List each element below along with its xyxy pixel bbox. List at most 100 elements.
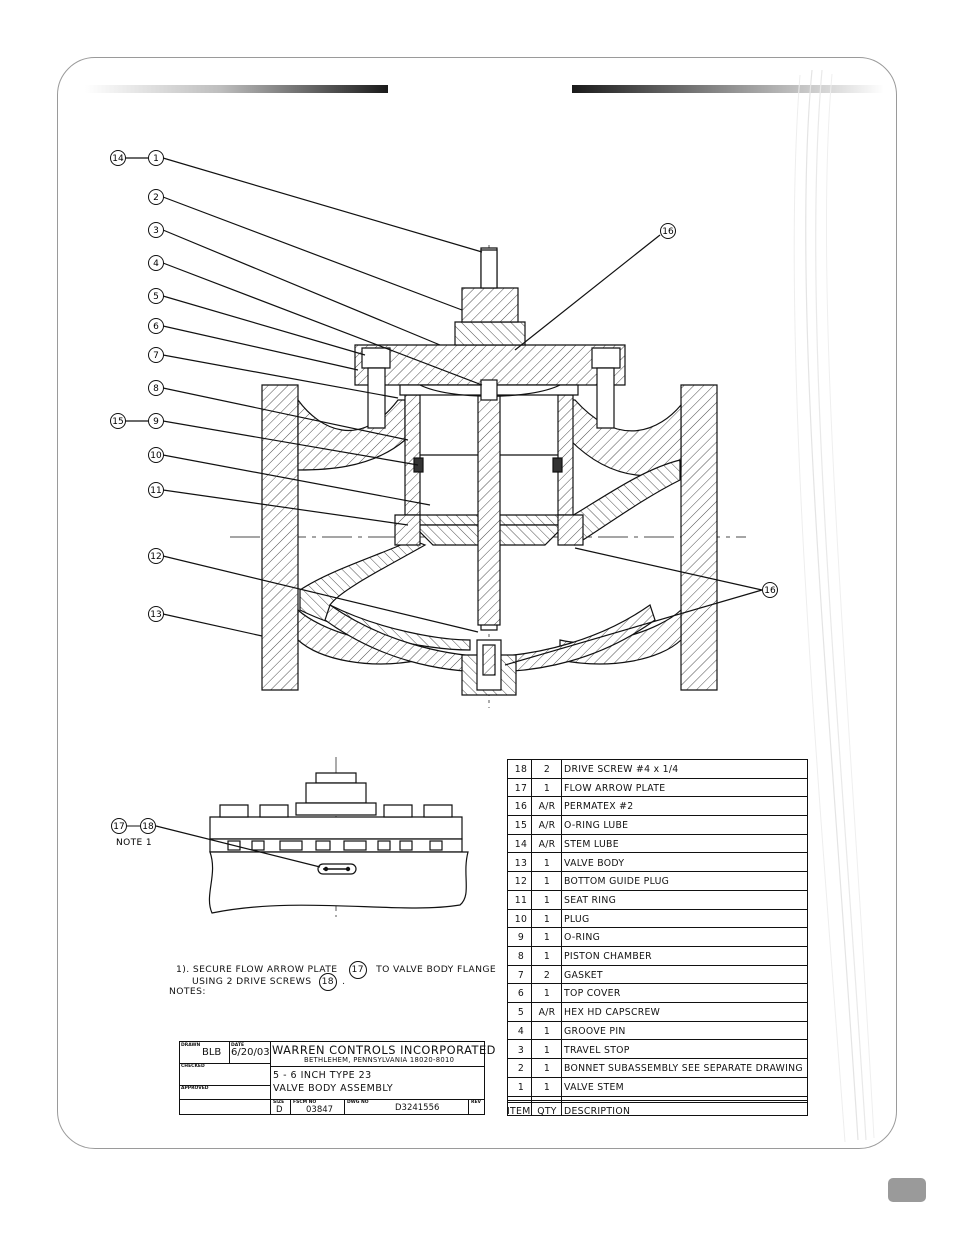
svg-text:12: 12 xyxy=(150,552,161,562)
size-label: SIZE xyxy=(273,1100,285,1105)
approved-label: APPROVED xyxy=(181,1086,209,1091)
parts-item-number: 16 xyxy=(514,801,528,813)
parts-quantity: 1 xyxy=(543,913,551,925)
drawn-label: DRAWN xyxy=(181,1043,201,1048)
note-line-1: 1). SECURE FLOW ARROW PLATE 17 TO VALVE … xyxy=(176,961,496,979)
drawing-title-line-1: 5 - 6 INCH TYPE 23 xyxy=(273,1070,372,1081)
parts-description: FLOW ARROW PLATE xyxy=(564,782,666,794)
callout-11: 11 xyxy=(148,482,164,498)
parts-description: STEM LUBE xyxy=(564,838,619,850)
parts-quantity: 1 xyxy=(543,876,551,888)
parts-description: TRAVEL STOP xyxy=(564,1044,630,1056)
parts-row-item-16: 16 A/R PERMATEX #2 xyxy=(508,797,807,817)
header-bar-left xyxy=(85,85,388,93)
parts-header-qty: QTY xyxy=(537,1106,557,1117)
parts-header-description: DESCRIPTION xyxy=(564,1106,631,1117)
parts-item-number: 15 xyxy=(514,820,528,832)
callout-group-right: 16 16 xyxy=(660,223,778,598)
parts-item-number: 12 xyxy=(514,876,528,888)
svg-text:14: 14 xyxy=(112,154,124,164)
svg-text:7: 7 xyxy=(153,351,159,361)
parts-description: O-RING xyxy=(564,932,601,944)
parts-item-number: 17 xyxy=(514,782,528,794)
flange-detail-view: 17 18 NOTE 1 xyxy=(111,757,469,917)
callout-17: 17 xyxy=(111,818,127,834)
notes-heading: NOTES: xyxy=(169,986,206,997)
header-bar-right xyxy=(572,85,884,93)
callout-10: 10 xyxy=(148,447,164,463)
svg-text:11: 11 xyxy=(150,486,161,496)
size-value: D xyxy=(276,1105,283,1115)
parts-quantity: A/R xyxy=(538,801,556,813)
note-line-1-text: 1). SECURE FLOW ARROW PLATE xyxy=(176,964,338,975)
callout-8: 8 xyxy=(148,380,164,396)
parts-quantity: 2 xyxy=(543,969,551,981)
parts-col-divider-1 xyxy=(531,760,533,1115)
parts-quantity: 1 xyxy=(543,894,551,906)
fscm-label: FSCM NO xyxy=(293,1100,317,1105)
drawing-title-line-2: VALVE BODY ASSEMBLY xyxy=(273,1083,394,1094)
parts-header-row: ITEM QTY DESCRIPTION xyxy=(507,1100,807,1117)
svg-text:8: 8 xyxy=(153,384,159,394)
parts-item-number: 3 xyxy=(517,1044,525,1056)
svg-text:16: 16 xyxy=(764,586,776,596)
checked-label: CHECKED xyxy=(181,1064,205,1069)
parts-quantity: 2 xyxy=(543,764,551,775)
parts-item-number: 2 xyxy=(517,1063,525,1075)
note-line-1-tail: TO VALVE BODY FLANGE xyxy=(376,964,497,975)
callout-16-top: 16 xyxy=(660,223,676,239)
dwg-value: D3241556 xyxy=(395,1103,440,1113)
parts-description: PISTON CHAMBER xyxy=(564,951,652,962)
callout-2: 2 xyxy=(148,189,164,205)
parts-quantity: A/R xyxy=(538,1007,556,1019)
parts-quantity: 1 xyxy=(543,1063,551,1075)
svg-text:13: 13 xyxy=(150,610,161,620)
dwg-label: DWG NO xyxy=(347,1100,369,1105)
callout-13: 13 xyxy=(148,606,164,622)
parts-item-number: 10 xyxy=(514,913,528,925)
svg-text:15: 15 xyxy=(112,417,123,427)
svg-text:4: 4 xyxy=(153,259,159,269)
company-address: BETHLEHEM, PENNSYLVANIA 18020-8010 xyxy=(304,1056,455,1064)
note-line-2: USING 2 DRIVE SCREWS 18 . xyxy=(192,973,345,991)
parts-row-item-10: 10 1 PLUG xyxy=(508,910,807,929)
parts-description: PLUG xyxy=(564,913,590,925)
parts-description: TOP COVER xyxy=(564,988,621,1000)
callout-6: 6 xyxy=(148,318,164,334)
parts-item-number: 4 xyxy=(517,1025,525,1037)
company-name: WARREN CONTROLS INCORPORATED xyxy=(272,1043,496,1057)
callout-18: 18 xyxy=(140,818,156,834)
callout-5: 5 xyxy=(148,288,164,304)
parts-item-number: 9 xyxy=(517,932,525,944)
parts-quantity: 1 xyxy=(543,857,551,869)
parts-description: VALVE BODY xyxy=(564,857,625,869)
parts-description: GROOVE PIN xyxy=(564,1025,626,1037)
parts-description: BONNET SUBASSEMBLY SEE SEPARATE DRAWING xyxy=(564,1063,803,1075)
parts-row-item-2: 2 1 BONNET SUBASSEMBLY SEE SEPARATE DRAWIN… xyxy=(508,1059,807,1078)
parts-description: PERMATEX #2 xyxy=(564,801,634,813)
svg-text:17: 17 xyxy=(113,822,124,832)
callout-3: 3 xyxy=(148,222,164,238)
parts-description: SEAT RING xyxy=(564,894,617,906)
svg-text:2: 2 xyxy=(153,193,159,203)
parts-col-divider-2 xyxy=(561,760,563,1115)
parts-row-item-3: 3 1 TRAVEL STOP xyxy=(508,1041,807,1060)
parts-item-number: 1 xyxy=(517,1081,525,1093)
parts-quantity: 1 xyxy=(543,1044,551,1056)
date-value: 6/20/03 xyxy=(231,1047,270,1058)
title-block: DRAWN BLB DATE 6/20/03 CHECKED APPROVED … xyxy=(179,1041,495,1115)
callout-1: 1 xyxy=(148,150,164,166)
